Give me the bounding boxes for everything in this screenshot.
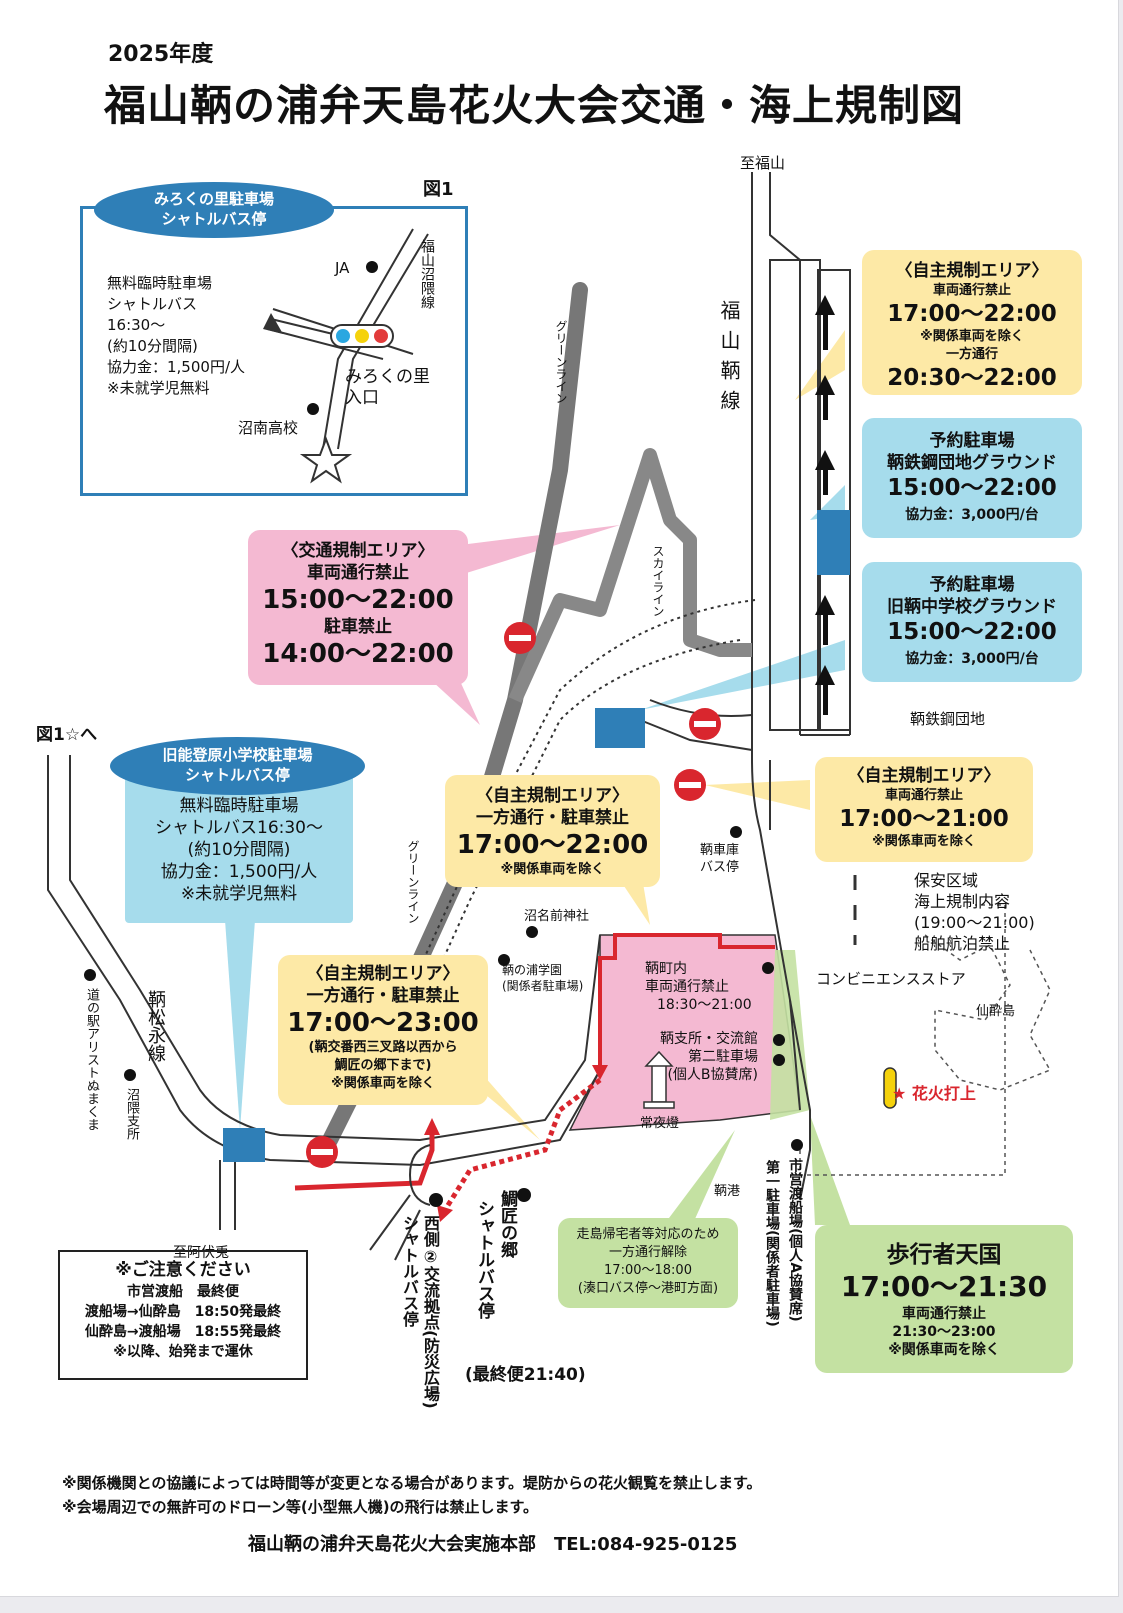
- page-title: 福山鞆の浦弁天島花火大会交通・海上規制図: [104, 81, 965, 130]
- michi-no-eki-label: 道の駅アリストぬまくま: [84, 988, 99, 1131]
- fukuyama-numakuma-road-label: 福山沼隈線: [419, 239, 435, 309]
- last-bus-label: (最終便21:40): [465, 1365, 586, 1385]
- no-entry-sign: [504, 622, 536, 654]
- callout-sojima: [660, 1130, 735, 1230]
- numakuma-branch-label: 沼隈支所: [124, 1088, 139, 1140]
- joyato-label: 常夜燈: [640, 1116, 680, 1131]
- kyunou-pill: 旧能登原小学校駐車場シャトルバス停: [110, 737, 365, 795]
- green-line-label: グリーンライン: [406, 840, 420, 924]
- callout-yoyaku2: [640, 640, 845, 710]
- signal-light-icon: [336, 329, 350, 343]
- notice-box: ※ご注意ください 市営渡船 最終便 渡船場→仙酔島 18:50発最終 仙酔島→渡…: [58, 1250, 308, 1380]
- year: 2025年度: [108, 42, 214, 67]
- green-line-label: グリーンライン: [554, 320, 568, 404]
- to-fukuyama-label: 至福山: [740, 154, 786, 172]
- skyline-label: スカイライン: [651, 545, 665, 617]
- contact-info: 福山鞆の浦弁天島花火大会実施本部 TEL:084-925-0125: [248, 1534, 738, 1555]
- sea-safety-zone: [799, 904, 1006, 1176]
- first-parking-label: 第一駐車場(関係者駐車場): [764, 1160, 780, 1327]
- tomonoura-gakuen-label: 鞆の浦学園(関係者駐車場): [502, 963, 584, 993]
- ferry-terminal-label: 市営渡船場(個人A協賛席): [787, 1158, 803, 1322]
- pedestrian-paradise-box: 歩行者天国 17:00～21:30 車両通行禁止 21:30～23:00 ※関係…: [815, 1225, 1073, 1373]
- red-oneway-route: [294, 1130, 435, 1191]
- tomo-matsunaga-line-label: 鞆松永線: [145, 990, 166, 1062]
- no-entry-sign: [674, 769, 706, 801]
- jishu-top-box: 〈自主規制エリア〉 車両通行禁止 17:00～22:00 ※関係車両を除く 一方…: [862, 250, 1082, 395]
- fig1-info-line: 協力金：1,500円/人: [107, 358, 245, 376]
- tomo-line-label: 福山鞆線: [717, 300, 741, 420]
- sensui-island-label: 仙酔島: [976, 1004, 1016, 1019]
- ja-label: JA: [335, 259, 350, 277]
- tomo-matsunaga-road-inner: [69, 755, 601, 1142]
- benten-island-marker: [883, 1067, 897, 1109]
- no-entry-sign: [689, 708, 721, 740]
- tomo-line-road-right: [769, 172, 801, 735]
- tetsukou-danchi-label: 鞆鉄鋼団地: [910, 710, 986, 728]
- tetsukou-lane: [769, 259, 821, 731]
- fig1-inset: 図1 無料臨時駐車場 シャトルバス 16:30～ (約10分間隔) 協力金：1,…: [80, 179, 468, 496]
- west-base-bus-label: シャトルバス停: [400, 1215, 419, 1327]
- no-entry-sign: [306, 1136, 338, 1168]
- tomo-matsunaga-road-outer: [47, 755, 601, 1167]
- old-tomo-jhs-parking-box: 予約駐車場 旧鞆中学校グラウンド 15:00～22:00 協力金：3,000円/…: [862, 562, 1082, 682]
- callout-jishu-right: [705, 780, 810, 810]
- footer-note: ※関係機関との協議によっては時間等が変更となる場合があります。堤防からの花火観覧…: [62, 1474, 762, 1492]
- fireworks-launch-label: ★ 花火打上: [892, 1084, 976, 1103]
- tomo-garage-bus-label: 鞆車庫バス停: [700, 843, 740, 875]
- fig1-info-line: 無料臨時駐車場: [107, 274, 213, 292]
- jishu-right-box: 〈自主規制エリア〉 車両通行禁止 17:00～21:00 ※関係車両を除く: [815, 757, 1033, 862]
- shonan-hs-label: 沼南高校: [238, 419, 299, 437]
- mirokunosato-pill: みろくの里駐車場シャトルバス停: [94, 182, 334, 238]
- fig1-label: 図1: [423, 179, 454, 200]
- numakuma-shrine-label: 沼名前神社: [524, 909, 590, 924]
- callout-kyunou: [225, 920, 255, 1130]
- tetsukou-ground-parking-box: 予約駐車場 鞆鉄鋼団地グラウンド 15:00～22:00 協力金：3,000円/…: [862, 418, 1082, 538]
- west-base-label: 西側②交流拠点(防災広場): [421, 1215, 440, 1409]
- fig1-info-line: ※未就学児無料: [107, 379, 210, 397]
- fig1-info-line: シャトルバス: [107, 295, 198, 313]
- traffic-restriction-box: 〈交通規制エリア〉 車両通行禁止 15:00～22:00 駐車禁止 14:00～…: [248, 530, 468, 685]
- star-icon: ★: [892, 1084, 907, 1103]
- jishu-mid-box: 〈自主規制エリア〉 一方通行・駐車禁止 17:00～22:00 ※関係車両を除く: [445, 775, 660, 887]
- jishu-left-box: 〈自主規制エリア〉 一方通行・駐車禁止 17:00～23:00 (鞆交番西三叉路…: [278, 955, 488, 1105]
- tetsukou-parking-marker: [817, 510, 850, 575]
- takumi-label: 鯛匠の郷: [497, 1190, 517, 1258]
- signal-light-icon: [374, 329, 388, 343]
- mirokunosato-entrance-label: みろくの里入口: [345, 367, 430, 408]
- old-tomo-jhs-parking-marker: [595, 708, 645, 748]
- oneway-arrows: [815, 295, 835, 715]
- red-dotted-route: [442, 1078, 602, 1212]
- fig1-link-label: 図1☆へ: [36, 725, 98, 745]
- tomo-branch-label: 鞆支所・交流館第二駐車場(個人B協賛席): [660, 1031, 758, 1083]
- to-abuto-label: 至阿伏兎: [173, 1245, 229, 1261]
- takumi-bus-label: シャトルバス停: [474, 1200, 494, 1319]
- fig1-info-line: 16:30～: [107, 316, 166, 334]
- fig1-info-line: (約10分間隔): [107, 337, 198, 355]
- tomo-port-label: 鞆港: [714, 1184, 741, 1199]
- tomo-line-road-left: [751, 172, 801, 1111]
- footer-note: ※会場周辺での無許可のドローン等(小型無人機)の飛行は禁止します。: [62, 1498, 539, 1516]
- convenience-store-label: コンビニエンスストア: [816, 970, 966, 988]
- sojima-exemption-box: 走島帰宅者等対応のため 一方通行解除 17:00～18:00 (湊口バス停～港町…: [558, 1218, 738, 1308]
- red-town-route: [598, 933, 775, 1070]
- callout-hokousha: [810, 1115, 850, 1225]
- star-icon: [299, 436, 353, 484]
- lighthouse-icon: [643, 1050, 675, 1109]
- signal-light-icon: [355, 329, 369, 343]
- kyunou-parking-marker: [223, 1128, 265, 1162]
- pedestrian-zone-hatch: [770, 950, 810, 1120]
- sea-restriction-label: 保安区域海上規制内容(19:00～21:00)船舶航泊禁止: [914, 871, 1035, 953]
- fig1-map: [263, 228, 429, 484]
